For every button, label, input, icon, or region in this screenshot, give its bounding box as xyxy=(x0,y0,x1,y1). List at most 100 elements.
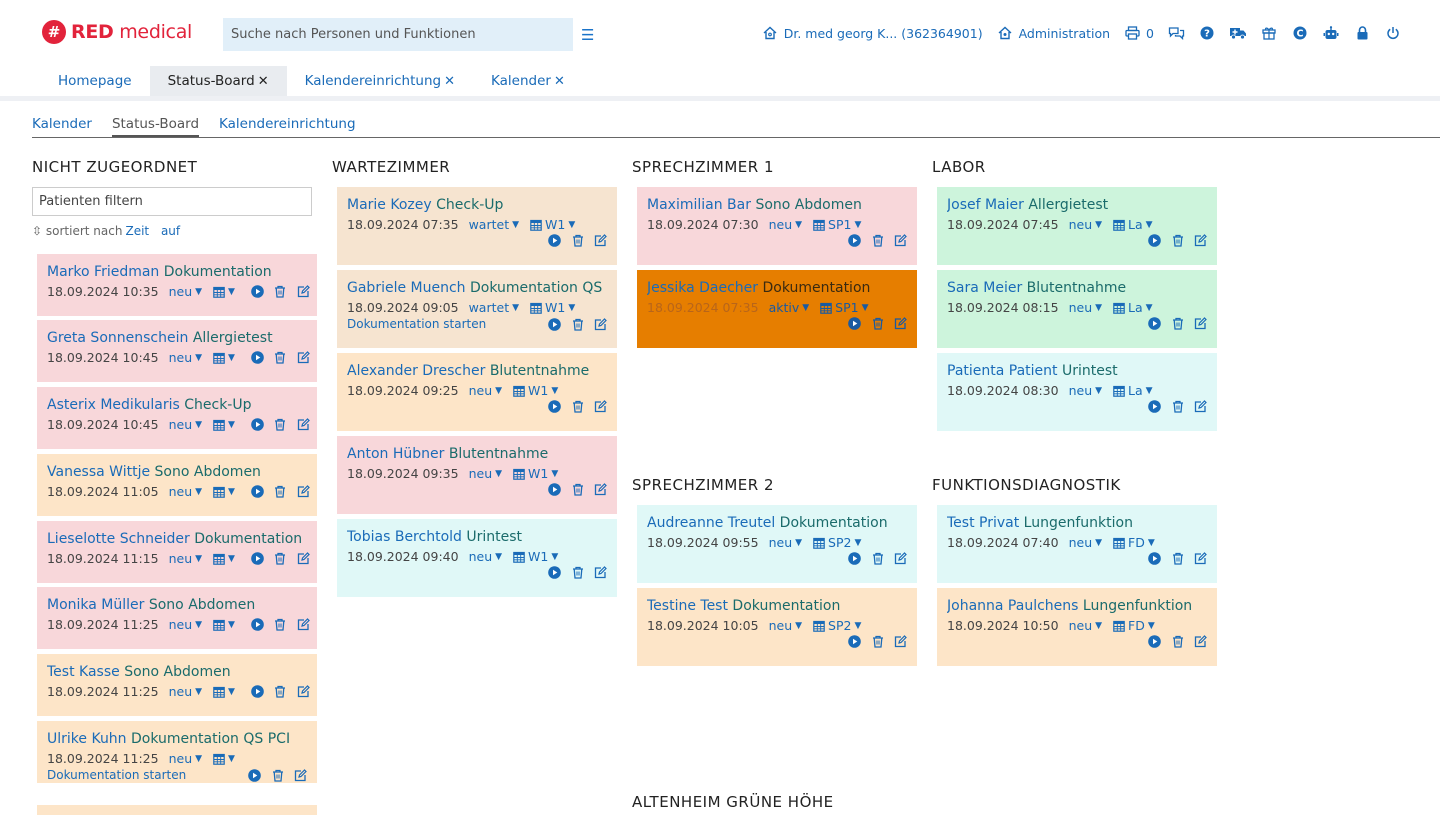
patient-name[interactable]: Vanessa Wittje xyxy=(47,464,151,480)
edit-icon[interactable] xyxy=(297,285,310,298)
play-icon[interactable] xyxy=(848,635,861,648)
room-dropdown[interactable]: La▼ xyxy=(1112,383,1153,398)
hamburger-icon[interactable]: ☰ xyxy=(581,26,595,44)
play-icon[interactable] xyxy=(1148,635,1161,648)
patient-name[interactable]: Josef Maier xyxy=(947,197,1024,213)
trash-icon[interactable] xyxy=(1171,234,1184,247)
play-icon[interactable] xyxy=(251,351,264,364)
patient-name[interactable]: Asterix Medikularis xyxy=(47,397,180,413)
card-title[interactable]: Test Privat Lungenfunktion xyxy=(947,515,1207,531)
patient-name[interactable]: Audreanne Treutel xyxy=(647,515,776,531)
brand-logo[interactable]: # RED medical xyxy=(42,20,192,44)
patient-name[interactable]: Gabriele Muench xyxy=(347,280,466,296)
play-icon[interactable] xyxy=(1148,400,1161,413)
card-title[interactable]: Ulrike Kuhn Dokumentation QS PCI xyxy=(47,731,307,747)
card-title[interactable]: Asterix Medikularis Check-Up xyxy=(47,397,307,413)
patient-name[interactable]: Marko Friedman xyxy=(47,264,160,280)
card-title[interactable]: Gabriele Muench Dokumentation QS PCI xyxy=(347,280,607,296)
patient-name[interactable]: Marie Kozey xyxy=(347,197,432,213)
status-dropdown[interactable]: neu▼ xyxy=(1069,535,1102,550)
card-title[interactable]: Test Kasse Sono Abdomen xyxy=(47,664,307,680)
play-icon[interactable] xyxy=(251,685,264,698)
card-title[interactable]: Patienta Patient Urintest xyxy=(947,363,1207,379)
trash-icon[interactable] xyxy=(274,485,287,498)
room-dropdown[interactable]: ▼ xyxy=(212,618,235,631)
status-dropdown[interactable]: neu▼ xyxy=(1069,217,1102,232)
play-icon[interactable] xyxy=(251,485,264,498)
edit-icon[interactable] xyxy=(594,234,607,247)
room-dropdown[interactable]: W1▼ xyxy=(529,300,575,315)
status-dropdown[interactable]: neu▼ xyxy=(169,551,202,566)
sort-field-link[interactable]: Zeit xyxy=(125,224,150,238)
search-input[interactable] xyxy=(223,18,573,51)
status-dropdown[interactable]: neu▼ xyxy=(1069,618,1102,633)
play-icon[interactable] xyxy=(548,483,561,496)
room-dropdown[interactable]: ▼ xyxy=(212,752,235,765)
trash-icon[interactable] xyxy=(1171,317,1184,330)
edit-icon[interactable] xyxy=(297,485,310,498)
trash-icon[interactable] xyxy=(274,285,287,298)
card-title[interactable]: Tobias Berchtold Urintest xyxy=(347,529,607,545)
status-dropdown[interactable]: neu▼ xyxy=(469,383,502,398)
room-dropdown[interactable]: W1▼ xyxy=(512,549,558,564)
status-dropdown[interactable]: neu▼ xyxy=(169,484,202,499)
subnav-status-board[interactable]: Status-Board xyxy=(111,116,200,137)
trash-icon[interactable] xyxy=(274,685,287,698)
edit-icon[interactable] xyxy=(297,685,310,698)
play-icon[interactable] xyxy=(848,234,861,247)
patient-name[interactable]: Jessika Daecher xyxy=(647,280,759,296)
edit-icon[interactable] xyxy=(594,400,607,413)
room-dropdown[interactable]: La▼ xyxy=(1112,300,1153,315)
room-dropdown[interactable]: La▼ xyxy=(1112,217,1153,232)
play-icon[interactable] xyxy=(548,234,561,247)
trash-icon[interactable] xyxy=(871,635,884,648)
trash-icon[interactable] xyxy=(271,769,284,782)
trash-icon[interactable] xyxy=(571,566,584,579)
patient-name[interactable]: Greta Sonnenschein xyxy=(47,330,189,346)
trash-icon[interactable] xyxy=(871,234,884,247)
room-dropdown[interactable]: FD▼ xyxy=(1112,535,1155,550)
patient-name[interactable]: Test Kasse xyxy=(47,664,120,680)
status-dropdown[interactable]: neu▼ xyxy=(769,618,802,633)
patient-name[interactable]: Tobias Berchtold xyxy=(347,529,462,545)
patient-filter-input[interactable] xyxy=(32,187,312,216)
card-title[interactable]: Testine Test Dokumentation xyxy=(647,598,907,614)
play-icon[interactable] xyxy=(251,618,264,631)
status-dropdown[interactable]: neu▼ xyxy=(469,466,502,481)
trash-icon[interactable] xyxy=(1171,635,1184,648)
room-dropdown[interactable]: ▼ xyxy=(212,351,235,364)
subnav-kalender[interactable]: Kalender xyxy=(32,116,92,132)
room-dropdown[interactable]: SP1▼ xyxy=(812,217,861,232)
user-link[interactable]: Dr. med georg K... (362364901) xyxy=(761,25,983,41)
play-icon[interactable] xyxy=(548,400,561,413)
patient-name[interactable]: Alexander Drescher xyxy=(347,363,486,379)
sort-order-link[interactable]: auf xyxy=(160,224,181,238)
card-title[interactable]: Maximilian Bar Sono Abdomen xyxy=(647,197,907,213)
patient-name[interactable]: Lieselotte Schneider xyxy=(47,531,190,547)
trash-icon[interactable] xyxy=(871,317,884,330)
admin-link[interactable]: Administration xyxy=(996,25,1110,41)
edit-icon[interactable] xyxy=(297,552,310,565)
edit-icon[interactable] xyxy=(894,635,907,648)
play-icon[interactable] xyxy=(1148,317,1161,330)
trash-icon[interactable] xyxy=(1171,400,1184,413)
patient-name[interactable]: Testine Test xyxy=(647,598,728,614)
status-dropdown[interactable]: wartet▼ xyxy=(469,300,519,315)
edit-icon[interactable] xyxy=(1194,552,1207,565)
card-title[interactable]: Johanna Paulchens Lungenfunktion xyxy=(947,598,1207,614)
patient-name[interactable]: Sara Meier xyxy=(947,280,1023,296)
patient-name[interactable]: Johanna Paulchens xyxy=(947,598,1079,614)
room-dropdown[interactable]: ▼ xyxy=(212,418,235,431)
edit-icon[interactable] xyxy=(894,552,907,565)
card-title[interactable]: Vanessa Wittje Sono Abdomen xyxy=(47,464,307,480)
